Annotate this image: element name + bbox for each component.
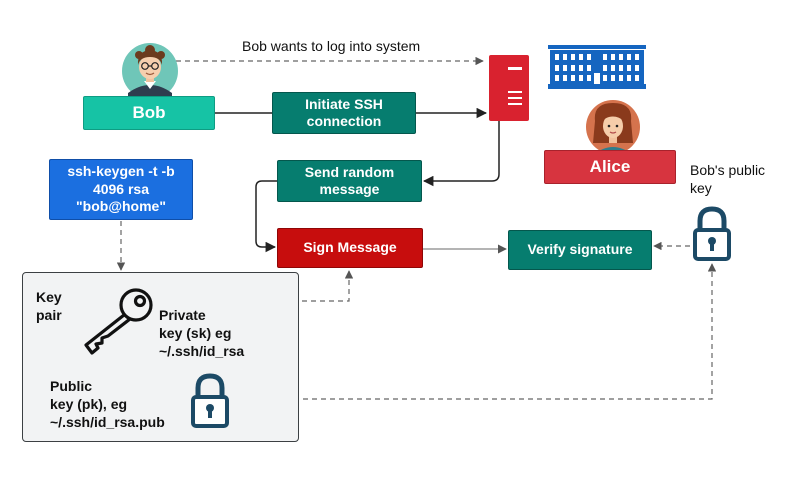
verify-signature-node: Verify signature <box>508 230 652 270</box>
public-key-to-bobs-key-dashed-arrow <box>231 263 717 400</box>
ssh-keygen-command-node: ssh-keygen -t -b 4096 rsa "bob@home" <box>49 159 193 220</box>
initiate-ssh-node: Initiate SSH connection <box>272 92 416 134</box>
send-random-to-sign-arrow <box>255 180 277 253</box>
padlock-icon <box>693 206 731 261</box>
building-icon <box>548 45 646 89</box>
flow-caption: Bob wants to log into system <box>242 38 421 54</box>
alice-avatar-icon <box>586 100 640 155</box>
key-icon <box>84 288 153 355</box>
alice-node: Alice <box>544 150 676 184</box>
send-random-message-node: Send random message <box>277 160 422 202</box>
private-key-label: Private key (sk) eg ~/.ssh/id_rsa <box>159 307 245 360</box>
bobs-public-key-label: Bob's public key <box>690 162 766 197</box>
keypair-panel <box>22 272 299 442</box>
server-icon <box>489 55 529 121</box>
bob-avatar-icon <box>122 43 178 99</box>
server-to-send-random-arrow <box>422 121 500 187</box>
keypair-title: Key pair <box>36 289 62 324</box>
padlock-icon <box>191 373 229 428</box>
public-key-label: Public key (pk), eg ~/.ssh/id_rsa.pub <box>50 378 165 431</box>
bob-node: Bob <box>83 96 215 130</box>
sign-message-node: Sign Message <box>277 228 423 268</box>
